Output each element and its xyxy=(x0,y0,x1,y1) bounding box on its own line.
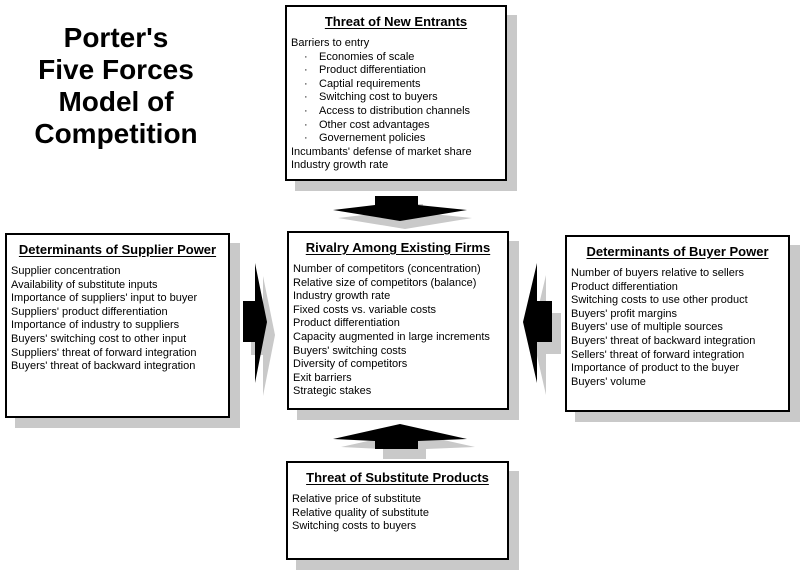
list-item: Buyers' threat of backward integration xyxy=(11,360,196,373)
list-item: Buyers' volume xyxy=(571,375,646,388)
list-item: Relative size of competitors (balance) xyxy=(293,276,477,289)
list-item: Sellers' threat of forward integration xyxy=(571,348,745,361)
list-item: Industry growth rate xyxy=(291,159,389,172)
list-item: Capacity augmented in large increments xyxy=(293,330,490,343)
list-item-label: Economies of scale xyxy=(319,50,415,63)
arrow-left-shadow-icon xyxy=(532,275,561,395)
arrow-down-shadow-icon xyxy=(338,204,472,229)
list-item-label: Switching cost to buyers xyxy=(319,91,438,104)
arrow-right-icon xyxy=(243,263,267,383)
arrow-down-icon xyxy=(333,196,467,221)
list-item: Product differentiation xyxy=(293,317,400,330)
list-item: · Governement policies xyxy=(291,132,503,146)
list-item: Number of competitors (concentration) xyxy=(293,263,481,275)
list-item: Buyers' profit margins xyxy=(571,307,678,320)
list-item: Suppliers' product differentiation xyxy=(11,305,168,318)
list-item: · Switching cost to buyers xyxy=(291,91,503,105)
list-item: Industry growth rate xyxy=(293,290,391,303)
list-item: Fixed costs vs. variable costs xyxy=(293,303,437,316)
list-item: Exit barriers xyxy=(293,371,352,384)
box-rivalry-among-existing-firms: Rivalry Among Existing Firms Number of c… xyxy=(287,231,509,410)
list-item: Buyers' switching cost to other input xyxy=(11,332,187,345)
page-title: Porter's Five Forces Model of Competitio… xyxy=(34,22,198,149)
list-item: · Access to distribution channels xyxy=(291,105,503,119)
bullet-dot: · xyxy=(304,64,308,77)
list-item: Barriers to entry xyxy=(291,37,370,49)
list-item: Importance of industry to suppliers xyxy=(11,319,180,332)
list-item: · Economies of scale xyxy=(291,51,503,65)
list-item-label: Captial requirements xyxy=(319,77,421,90)
list-item: Availability of substitute inputs xyxy=(11,278,158,291)
box-title-determinants-of-supplier-power: Determinants of Supplier Power xyxy=(18,242,217,257)
list-item: Buyers' threat of backward integration xyxy=(571,334,756,347)
list-item: Supplier concentration xyxy=(11,265,121,277)
list-item: · Captial requirements xyxy=(291,78,503,92)
list-item: Buyers' use of multiple sources xyxy=(571,321,723,334)
box-threat-of-new-entrants: Threat of New Entrants Barriers to entry… xyxy=(285,5,507,181)
box-threat-of-substitute-products: Threat of Substitute Products Relative p… xyxy=(286,461,509,560)
list-item: Switching costs to use other product xyxy=(571,294,748,307)
bullet-dot: · xyxy=(304,91,308,104)
list-item-label: Governement policies xyxy=(319,132,426,145)
list-item-label: Product differentiation xyxy=(319,64,426,77)
box-items-threat-of-new-entrants: Barriers to entry·Economies of scale·Pro… xyxy=(287,37,505,173)
box-determinants-of-buyer-power: Determinants of Buyer Power Number of bu… xyxy=(565,235,790,412)
list-item: Diversity of competitors xyxy=(293,358,408,371)
arrow-up-icon xyxy=(333,424,467,449)
box-items-rivalry-among-existing-firms: Number of competitors (concentration)Rel… xyxy=(289,263,507,399)
list-item: Relative price of substitute xyxy=(292,493,422,505)
arrow-up-shadow-icon xyxy=(341,432,475,459)
list-item: Switching costs to buyers xyxy=(292,520,417,533)
list-item: Strategic stakes xyxy=(293,385,372,398)
box-title-threat-of-substitute-products: Threat of Substitute Products xyxy=(306,470,489,485)
list-item: Incumbants' defense of market share xyxy=(291,145,472,158)
list-item: · Product differentiation xyxy=(291,64,503,78)
list-item: Number of buyers relative to sellers xyxy=(571,267,745,279)
bullet-dot: · xyxy=(304,104,308,117)
list-item: Importance of suppliers' input to buyer xyxy=(11,292,198,305)
box-title-determinants-of-buyer-power: Determinants of Buyer Power xyxy=(586,244,769,259)
bullet-dot: · xyxy=(304,118,308,131)
bullet-dot: · xyxy=(304,50,308,63)
list-item-label: Other cost advantages xyxy=(319,118,430,131)
list-item: Importance of product to the buyer xyxy=(571,362,740,375)
bullet-dot: · xyxy=(304,132,308,145)
box-determinants-of-supplier-power: Determinants of Supplier Power Supplier … xyxy=(5,233,230,418)
bullet-dot: · xyxy=(304,77,308,90)
list-item: Suppliers' threat of forward integration xyxy=(11,346,197,359)
arrow-right-shadow-icon xyxy=(251,276,275,396)
list-item: Buyers' switching costs xyxy=(293,344,407,357)
box-title-threat-of-new-entrants: Threat of New Entrants xyxy=(324,14,468,29)
list-item: Product differentiation xyxy=(571,280,678,293)
arrow-left-icon xyxy=(523,263,552,383)
list-item: · Other cost advantages xyxy=(291,119,503,133)
list-item-label: Access to distribution channels xyxy=(319,104,471,117)
box-title-rivalry-among-existing-firms: Rivalry Among Existing Firms xyxy=(305,240,491,255)
list-item: Relative quality of substitute xyxy=(292,506,429,519)
